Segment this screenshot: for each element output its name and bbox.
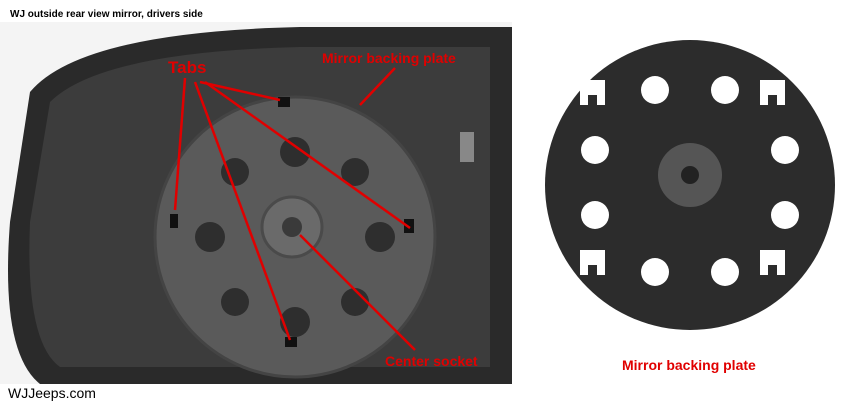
- center-socket-label: Center socket: [385, 353, 478, 369]
- tabs-label: Tabs: [168, 58, 207, 77]
- mirror-housing-photo: [0, 22, 512, 384]
- backing-plate-caption: Mirror backing plate: [622, 357, 756, 373]
- backing-plate-photo: [545, 40, 835, 330]
- site-credit: WJJeeps.com: [8, 385, 96, 401]
- page-title: WJ outside rear view mirror, drivers sid…: [10, 9, 203, 20]
- backing-plate-label: Mirror backing plate: [322, 50, 456, 66]
